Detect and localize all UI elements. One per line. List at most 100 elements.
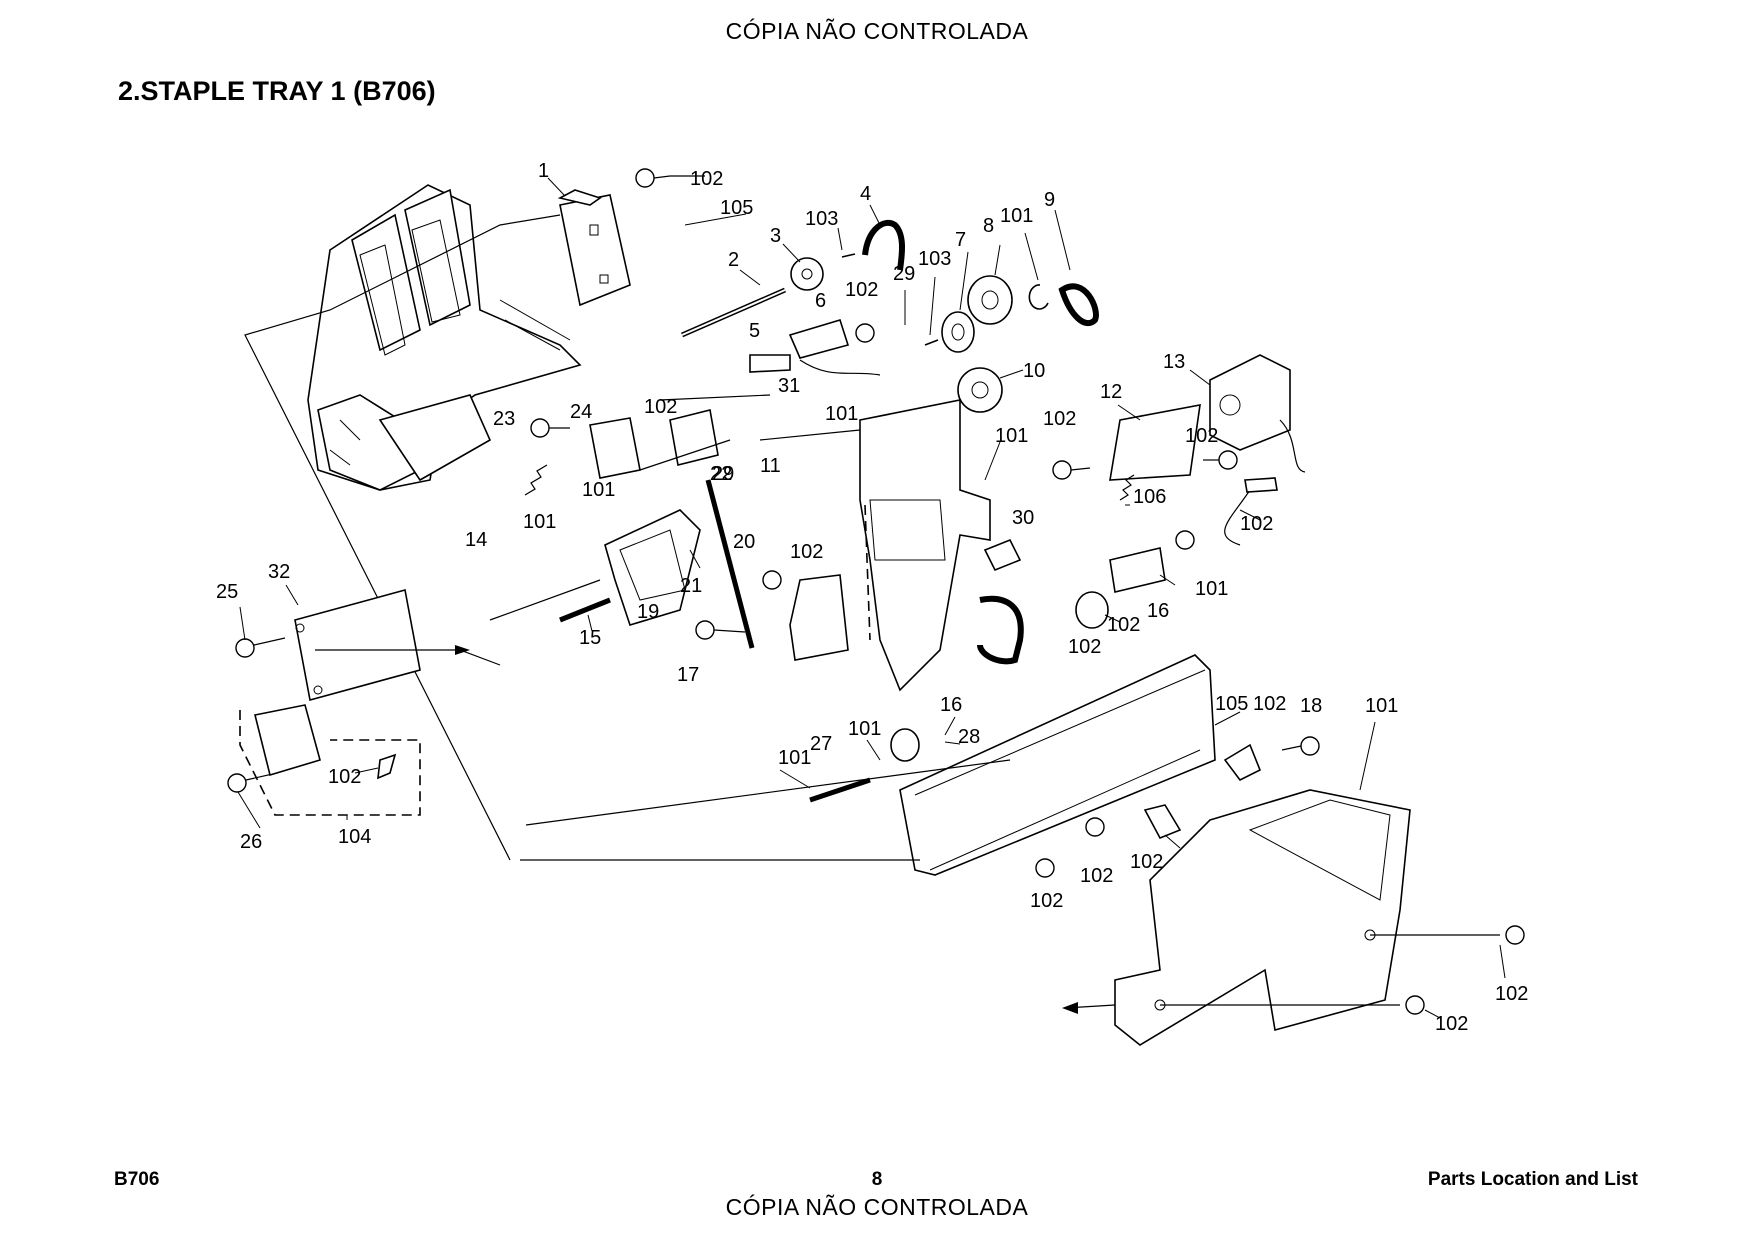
callout: 31 bbox=[778, 375, 800, 397]
callout: 32 bbox=[268, 561, 290, 583]
callout: 8 bbox=[983, 215, 994, 237]
callout: 1 bbox=[538, 160, 549, 182]
callout: 102 bbox=[644, 396, 677, 418]
callout: 102 bbox=[1185, 425, 1218, 447]
footer-page-number: 8 bbox=[871, 1169, 883, 1190]
callout: 104 bbox=[338, 826, 371, 848]
watermark-bottom: CÓPIA NÃO CONTROLADA bbox=[725, 1194, 1029, 1220]
callout: 106 bbox=[1133, 486, 1166, 508]
callout: 102 bbox=[1030, 890, 1063, 912]
part-21-shaft bbox=[559, 597, 611, 623]
leader-lines bbox=[237, 177, 1506, 1019]
page-title: 2.STAPLE TRAY 1 (B706) bbox=[118, 76, 436, 106]
callout: 102 bbox=[1253, 693, 1286, 715]
callout: 29 bbox=[712, 463, 734, 485]
callout: 102 bbox=[1043, 408, 1076, 430]
part-6-bracket bbox=[788, 319, 850, 359]
callout: 102 bbox=[1107, 614, 1140, 636]
part-105-clip bbox=[1223, 743, 1262, 782]
callout: 19 bbox=[637, 601, 659, 623]
part-17-rail bbox=[899, 654, 1216, 876]
callout: 16 bbox=[1147, 600, 1169, 622]
callout: 4 bbox=[860, 183, 871, 205]
footer-section: Parts Location and List bbox=[1427, 1169, 1638, 1190]
part-1-bracket bbox=[244, 189, 631, 861]
staple-tray-frame bbox=[307, 184, 582, 491]
callout: 9 bbox=[1044, 189, 1055, 211]
screws bbox=[227, 168, 1525, 1015]
callout: 101 bbox=[848, 718, 881, 740]
callout: 27 bbox=[810, 733, 832, 755]
callout: 103 bbox=[918, 248, 951, 270]
part-16-gear bbox=[1075, 591, 1109, 629]
callout: 13 bbox=[1163, 351, 1185, 373]
part-24-solenoid bbox=[669, 409, 719, 466]
callout: 6 bbox=[815, 290, 826, 312]
part-103-pins bbox=[841, 253, 939, 346]
part-28-shaft bbox=[809, 777, 871, 803]
callout: 102 bbox=[328, 766, 361, 788]
callout: 30 bbox=[1012, 507, 1034, 529]
callout: 23 bbox=[493, 408, 515, 430]
part-10-gear bbox=[957, 367, 1003, 413]
part-5-sensor bbox=[749, 354, 791, 373]
callout: 26 bbox=[240, 831, 262, 853]
callout: 105 bbox=[1215, 693, 1248, 715]
part-25-plate bbox=[294, 588, 501, 702]
part-30-harness bbox=[1224, 477, 1278, 546]
callout: 2 bbox=[728, 249, 739, 271]
callout: 29 bbox=[893, 263, 915, 285]
part-18-cover bbox=[1062, 789, 1500, 1046]
part-22-spring bbox=[524, 464, 548, 496]
part-32-bracket bbox=[789, 574, 849, 661]
callout: 102 bbox=[1068, 636, 1101, 658]
part-11-bracket bbox=[859, 399, 991, 692]
part-4-belt bbox=[862, 219, 905, 271]
callout: 17 bbox=[677, 664, 699, 686]
callout: 102 bbox=[1130, 851, 1163, 873]
part-3-pulley bbox=[790, 257, 824, 291]
callout: 102 bbox=[1080, 865, 1113, 887]
part-14-spring bbox=[1119, 474, 1135, 501]
callout: 20 bbox=[733, 531, 755, 553]
footer-model: B706 bbox=[114, 1169, 160, 1190]
callout: 102 bbox=[845, 279, 878, 301]
callout: 102 bbox=[690, 168, 723, 190]
callout: 24 bbox=[570, 401, 592, 423]
callout: 101 bbox=[523, 511, 556, 533]
part-8-gear bbox=[967, 275, 1013, 325]
part-16-gear-lower bbox=[890, 728, 920, 762]
callout: 102 bbox=[790, 541, 823, 563]
callout: 102 bbox=[1240, 513, 1273, 535]
callout: 101 bbox=[1195, 578, 1228, 600]
callout: 7 bbox=[955, 229, 966, 251]
callout: 18 bbox=[1300, 695, 1322, 717]
part-20-assembly bbox=[604, 509, 701, 626]
part-15-bracket bbox=[1109, 547, 1166, 593]
callout: 102 bbox=[1435, 1013, 1468, 1035]
lower-belt bbox=[977, 595, 1024, 665]
callout: 12 bbox=[1100, 381, 1122, 403]
part-2-shaft bbox=[680, 287, 787, 338]
callout: 14 bbox=[465, 529, 487, 551]
part-26-group bbox=[239, 704, 421, 816]
callout: 3 bbox=[770, 225, 781, 247]
callout: 101 bbox=[1000, 205, 1033, 227]
callout: 10 bbox=[1023, 360, 1045, 382]
part-19-shaft bbox=[705, 479, 755, 649]
callout: 25 bbox=[216, 581, 238, 603]
callout: 22 bbox=[710, 463, 732, 485]
callout: 101 bbox=[1365, 695, 1398, 717]
callouts: 1 102 105 4 103 3 2 9 101 8 7 103 29 102… bbox=[216, 160, 1528, 1005]
part-31-harness bbox=[799, 359, 881, 376]
part-101-clip bbox=[1028, 284, 1049, 310]
part-7-gear bbox=[941, 311, 975, 353]
watermark-top: CÓPIA NÃO CONTROLADA bbox=[725, 18, 1029, 44]
callout: 5 bbox=[749, 320, 760, 342]
callout: 101 bbox=[995, 425, 1028, 447]
callout: 102 bbox=[1495, 983, 1528, 1005]
part-9-belt bbox=[1058, 283, 1099, 327]
part-23-bracket bbox=[589, 417, 641, 479]
callout: 21 bbox=[680, 575, 702, 597]
